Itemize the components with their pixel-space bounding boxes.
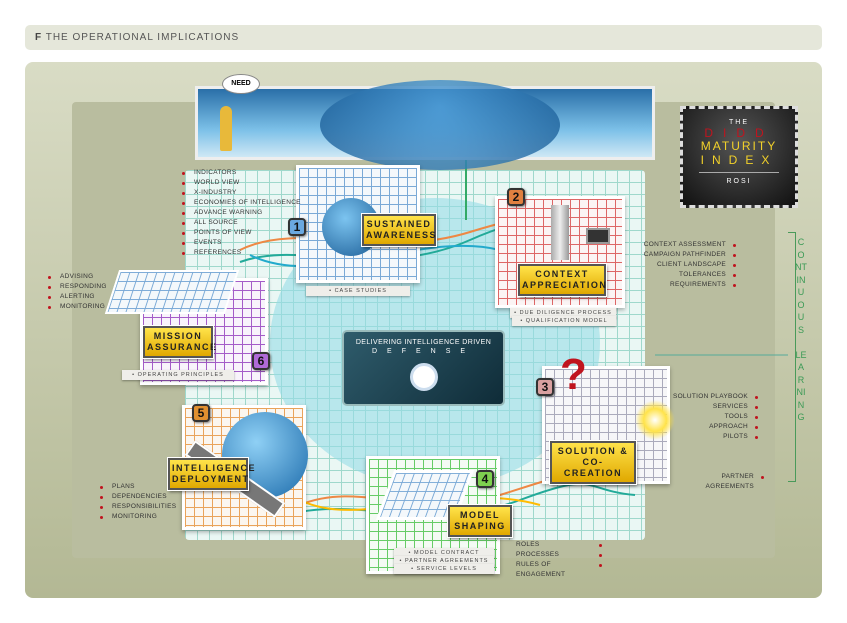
center-title-line2: DEFENSE bbox=[371, 348, 476, 355]
team-emblem-icon bbox=[409, 363, 438, 391]
list-item: CLIENT LANDSCAPE bbox=[640, 260, 736, 270]
stage-4-caption: • PARTNER AGREEMENTS bbox=[394, 556, 494, 566]
list-item: POINTS OF VIEW bbox=[182, 228, 301, 238]
list-item: INDICATORS bbox=[182, 168, 301, 178]
maturity-index-badge: THE DIDD MATURITY INDEX ROSI bbox=[680, 106, 798, 208]
list-item: REFERENCES bbox=[182, 248, 301, 258]
list-item: X-INDUSTRY bbox=[182, 188, 301, 198]
list-item: MONITORING bbox=[48, 303, 106, 310]
stage-6-caption: • OPERATING PRINCIPLES bbox=[122, 370, 234, 380]
mi-rosi: ROSI bbox=[726, 178, 752, 185]
stage-3-badge: 3 bbox=[536, 378, 554, 396]
stage-2-badge: 2 bbox=[507, 188, 525, 206]
center-title-box: DELIVERING INTELLIGENCE DRIVEN DEFENSE bbox=[342, 330, 505, 406]
section-header: F THE OPERATIONAL IMPLICATIONS bbox=[25, 25, 822, 50]
tower-icon bbox=[551, 205, 569, 260]
question-mark-icon: ? bbox=[560, 350, 587, 399]
list-item: SERVICES bbox=[660, 402, 758, 412]
list-item: ECONOMIES OF INTELLIGENCE bbox=[182, 199, 301, 206]
operations-room-image bbox=[104, 270, 240, 314]
list-item: TOOLS bbox=[660, 412, 758, 422]
mi-index: INDEX bbox=[700, 153, 778, 167]
mi-the: THE bbox=[729, 119, 749, 126]
mi-maturity: MATURITY bbox=[700, 139, 778, 153]
laptop-icon bbox=[586, 228, 610, 244]
section-letter: F bbox=[35, 32, 43, 43]
list-item: PILOTS bbox=[660, 432, 758, 442]
list-item: ADVISING bbox=[48, 272, 107, 282]
stage-4-caption: • SERVICE LEVELS bbox=[394, 564, 494, 574]
stage-2-caption: • DUE DILIGENCE PROCESS bbox=[510, 308, 616, 318]
list-item: CONTEXT ASSESSMENT bbox=[640, 240, 736, 250]
partner-list: PARTNER AGREEMENTS bbox=[684, 472, 764, 492]
list-item: RULES OF ENGAGEMENT bbox=[516, 560, 602, 580]
globe-image bbox=[320, 80, 560, 170]
list-item: SOLUTION PLAYBOOK bbox=[660, 392, 758, 402]
stage-3-label[interactable]: SOLUTION &CO-CREATION bbox=[549, 440, 637, 485]
list-item: PARTNER AGREEMENTS bbox=[684, 472, 764, 492]
need-bubble: NEED bbox=[222, 74, 260, 94]
list-item: ROLES bbox=[516, 540, 602, 550]
stage-5-badge: 5 bbox=[192, 404, 210, 422]
list-item: CAMPAIGN PATHFINDER bbox=[640, 250, 736, 260]
mi-didd: DIDD bbox=[704, 126, 774, 140]
center-title-line1: DELIVERING INTELLIGENCE DRIVEN bbox=[355, 339, 492, 346]
list-item: ADVANCE WARNING bbox=[182, 208, 301, 218]
list-item: APPROACH bbox=[660, 422, 758, 432]
stage-1-caption: • CASE STUDIES bbox=[306, 286, 410, 296]
list-item: WORLD VIEW bbox=[182, 178, 301, 188]
list-item: RESPONSIBILITIES bbox=[99, 503, 177, 510]
list-item: PLANS bbox=[99, 482, 176, 492]
stage-4-badge: 4 bbox=[476, 470, 494, 488]
list-item: PROCESSES bbox=[516, 550, 602, 560]
list-item: DEPENDENCIES bbox=[99, 492, 176, 502]
list-item: MONITORING bbox=[99, 512, 176, 522]
stage-6-badge: 6 bbox=[252, 352, 270, 370]
list-item: REQUIREMENTS bbox=[640, 280, 736, 290]
list-item: ALL SOURCE bbox=[182, 218, 301, 228]
list-item: EVENTS bbox=[182, 238, 301, 248]
stage-4-caption: • MODEL CONTRACT bbox=[394, 548, 494, 558]
list-item: ALERTING bbox=[48, 292, 107, 302]
light-burst-icon bbox=[635, 400, 675, 440]
list-item: RESPONDING bbox=[48, 283, 107, 290]
person-figure-icon bbox=[220, 106, 232, 151]
stage-1-badge: 1 bbox=[288, 218, 306, 236]
learning-bracket bbox=[788, 232, 796, 482]
list-item: TOLERANCES bbox=[640, 270, 736, 280]
stage-2-caption: • QUALIFICATION MODEL bbox=[512, 316, 616, 326]
section-title: THE OPERATIONAL IMPLICATIONS bbox=[45, 32, 240, 43]
